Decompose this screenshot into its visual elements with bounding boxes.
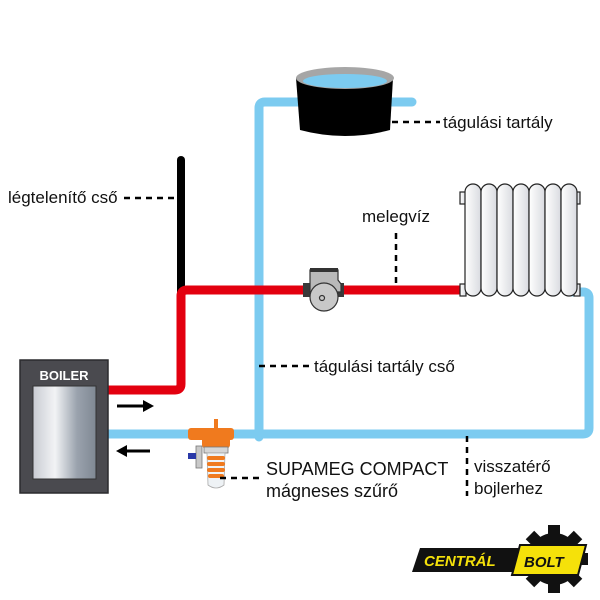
centralbolt-logo: CENTRÁL BOLT (412, 525, 588, 593)
magnetic-filter (188, 419, 234, 489)
label-expansion-tank-pipe: tágulási tartály cső (314, 357, 455, 376)
label-expansion-tank: tágulási tartály (443, 113, 553, 132)
radiator (459, 183, 581, 297)
hot-water-pipe (108, 285, 462, 395)
circulation-pump (303, 268, 344, 312)
boiler: BOILER (19, 359, 109, 494)
label-hot-water: melegvíz (362, 207, 430, 226)
label-return-line2: bojlerhez (474, 479, 543, 498)
logo-text-right: BOLT (524, 554, 566, 571)
logo-text-left: CENTRÁL (424, 553, 496, 570)
return-pipes (103, 97, 594, 442)
label-return-line1: visszatérő (474, 457, 551, 476)
flow-in-arrow-icon (116, 445, 150, 457)
flow-out-arrow-icon (117, 400, 154, 412)
label-filter-line2: mágneses szűrő (266, 481, 398, 501)
return-pipe (103, 287, 594, 439)
expansion-tank-pipe (254, 97, 417, 442)
label-filter-line1: SUPAMEG COMPACT (266, 459, 448, 479)
label-vent-pipe: légtelenítő cső (8, 188, 118, 207)
boiler-label: BOILER (39, 368, 89, 383)
expansion-tank (296, 67, 394, 136)
